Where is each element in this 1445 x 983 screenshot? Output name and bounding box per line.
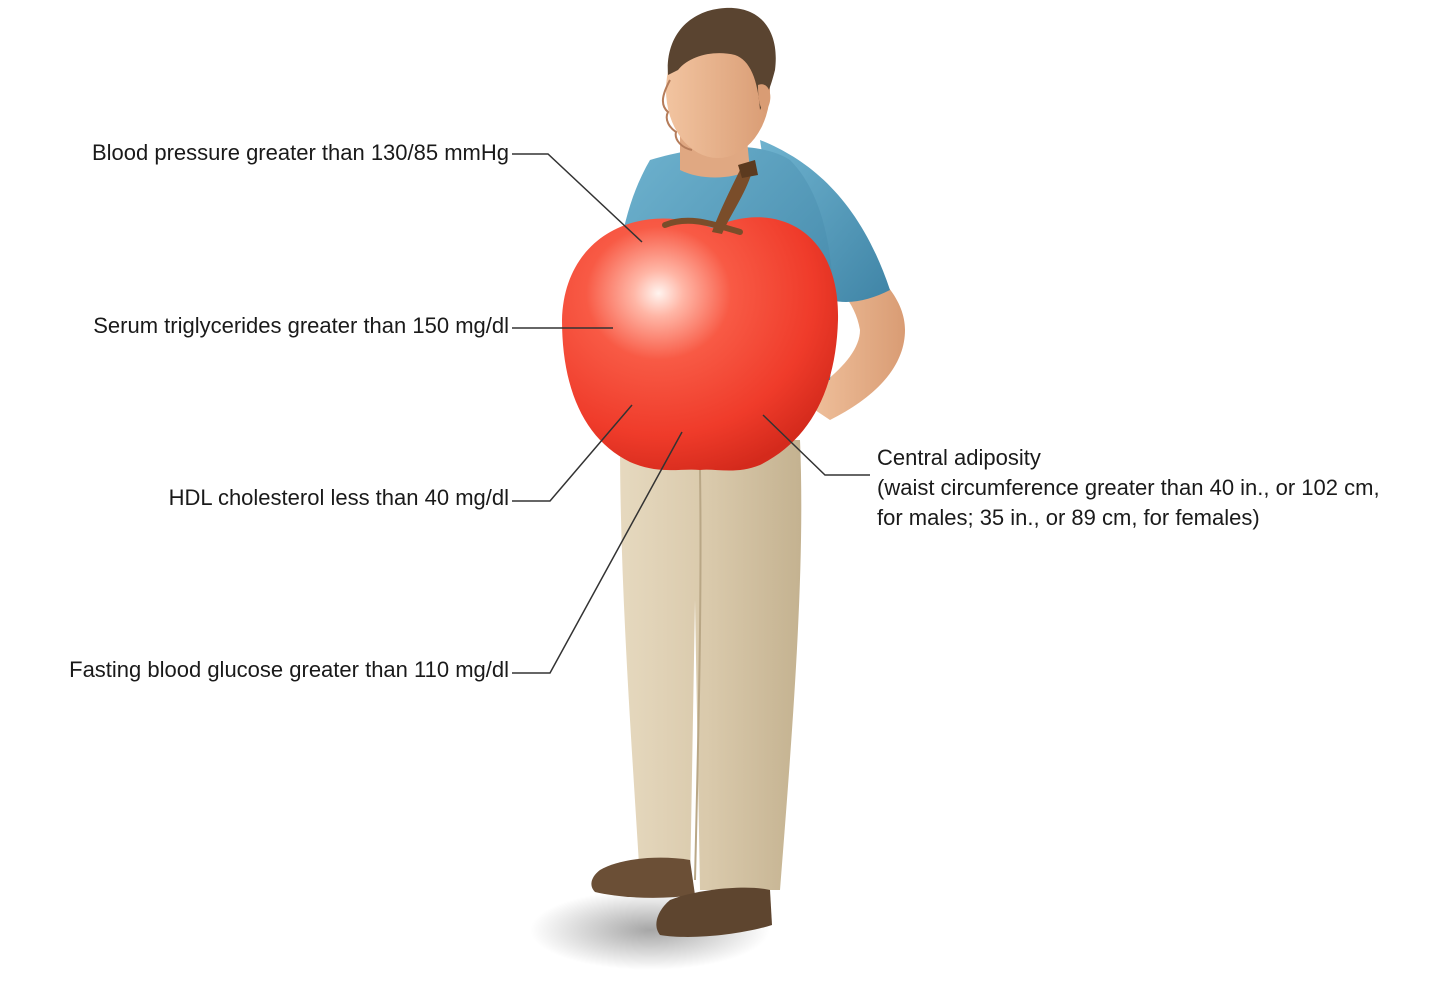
central-adiposity-title: Central adiposity [877, 443, 1437, 473]
label-blood-pressure: Blood pressure greater than 130/85 mmHg [92, 138, 509, 168]
central-adiposity-detail-line1: (waist circumference greater than 40 in.… [877, 473, 1437, 503]
label-fasting-glucose: Fasting blood glucose greater than 110 m… [69, 655, 509, 685]
central-adiposity-detail-line2: for males; 35 in., or 89 cm, for females… [877, 503, 1437, 533]
shoe-left [591, 858, 695, 898]
apple-body [562, 217, 838, 470]
pants [620, 440, 801, 890]
label-triglycerides: Serum triglycerides greater than 150 mg/… [93, 311, 509, 341]
label-hdl-cholesterol: HDL cholesterol less than 40 mg/dl [169, 483, 509, 513]
label-central-adiposity: Central adiposity (waist circumference g… [877, 443, 1437, 533]
